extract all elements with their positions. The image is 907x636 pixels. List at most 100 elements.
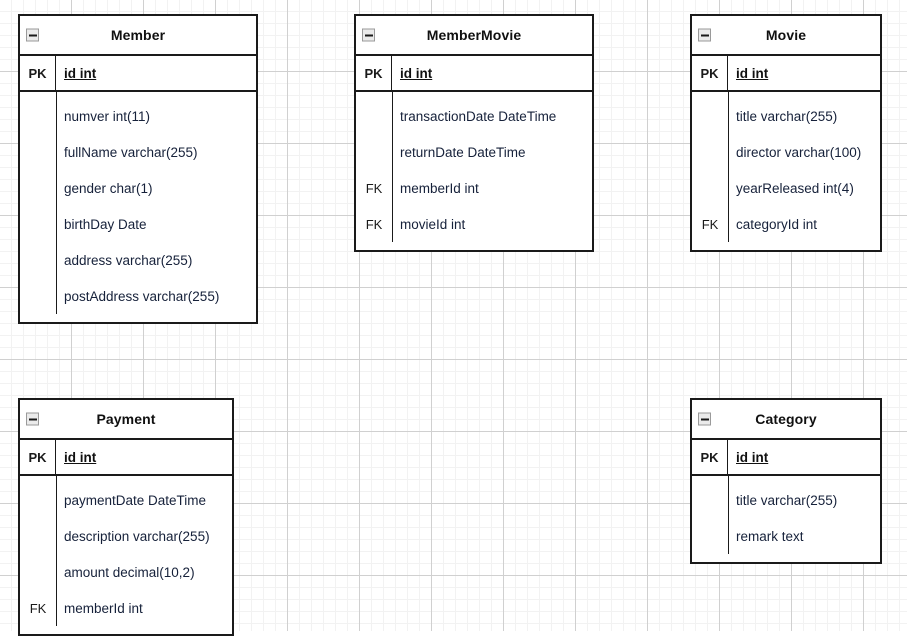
key-badge: PK (20, 440, 56, 474)
field-name: address varchar(255) (64, 252, 193, 268)
field-name: categoryId int (736, 216, 818, 232)
key-badge: PK (20, 56, 56, 90)
column-divider (392, 92, 393, 242)
key-badge (692, 134, 728, 170)
key-badge: FK (701, 216, 719, 232)
primary-key-row[interactable]: PK id int (20, 440, 232, 476)
key-badge (20, 206, 56, 242)
attribute-row[interactable]: FK memberId int (356, 170, 592, 206)
attribute-row[interactable]: fullName varchar(255) (20, 134, 256, 170)
attribute-row[interactable]: amount decimal(10,2) (20, 554, 232, 590)
key-badge (20, 242, 56, 278)
attribute-list: transactionDate DateTime returnDate Date… (356, 92, 592, 250)
collapse-minus-icon[interactable] (698, 28, 711, 42)
column-divider (56, 92, 57, 314)
entity-body: PK id int title varchar(255) director va… (692, 56, 880, 250)
field-name: gender char(1) (64, 180, 153, 196)
primary-key-row[interactable]: PK id int (356, 56, 592, 92)
entity-membermovie[interactable]: MemberMovie PK id int transactionDate Da… (354, 14, 594, 252)
entity-title: Category (755, 411, 817, 427)
attribute-row[interactable]: title varchar(255) (692, 98, 880, 134)
field-name: description varchar(255) (64, 528, 210, 544)
entity-header: Movie (692, 16, 880, 56)
attribute-row[interactable]: director varchar(100) (692, 134, 880, 170)
attribute-row[interactable]: title varchar(255) (692, 482, 880, 518)
key-badge (20, 482, 56, 518)
key-badge (20, 98, 56, 134)
key-badge (692, 518, 728, 554)
attribute-row[interactable]: address varchar(255) (20, 242, 256, 278)
key-badge (692, 482, 728, 518)
entity-payment[interactable]: Payment PK id int paymentDate DateTime d… (18, 398, 234, 636)
entity-body: PK id int title varchar(255) remark text (692, 440, 880, 562)
key-badge: FK (365, 180, 383, 196)
collapse-minus-icon[interactable] (698, 412, 711, 426)
entity-movie[interactable]: Movie PK id int title varchar(255) direc… (690, 14, 882, 252)
entity-header: Payment (20, 400, 232, 440)
entity-title: Payment (96, 411, 156, 427)
key-badge: PK (356, 56, 392, 90)
primary-key-row[interactable]: PK id int (20, 56, 256, 92)
field-name: birthDay Date (64, 216, 147, 232)
field-name: id int (64, 449, 97, 465)
attribute-row[interactable]: numver int(11) (20, 98, 256, 134)
field-name: memberId int (64, 600, 143, 616)
key-badge (692, 170, 728, 206)
field-name: returnDate DateTime (400, 144, 526, 160)
primary-key-row[interactable]: PK id int (692, 440, 880, 476)
key-badge (356, 134, 392, 170)
attribute-row[interactable]: postAddress varchar(255) (20, 278, 256, 314)
key-badge (20, 170, 56, 206)
key-badge (356, 98, 392, 134)
key-badge: PK (692, 440, 728, 474)
attribute-row[interactable]: yearReleased int(4) (692, 170, 880, 206)
primary-key-row[interactable]: PK id int (692, 56, 880, 92)
key-badge: FK (365, 216, 383, 232)
entity-member[interactable]: Member PK id int numver int(11) fullName… (18, 14, 258, 324)
collapse-minus-icon[interactable] (362, 28, 375, 42)
attribute-list: numver int(11) fullName varchar(255) gen… (20, 92, 256, 322)
field-name: id int (400, 65, 433, 81)
key-badge (20, 134, 56, 170)
field-name: transactionDate DateTime (400, 108, 557, 124)
field-name: id int (736, 449, 769, 465)
column-divider (728, 476, 729, 554)
entity-body: PK id int numver int(11) fullName varcha… (20, 56, 256, 322)
attribute-row[interactable]: FK memberId int (20, 590, 232, 626)
attribute-row[interactable]: description varchar(255) (20, 518, 232, 554)
key-badge (692, 98, 728, 134)
attribute-row[interactable]: transactionDate DateTime (356, 98, 592, 134)
entity-body: PK id int paymentDate DateTime descripti… (20, 440, 232, 634)
field-name: id int (64, 65, 97, 81)
attribute-list: title varchar(255) director varchar(100)… (692, 92, 880, 250)
attribute-row[interactable]: returnDate DateTime (356, 134, 592, 170)
field-name: remark text (736, 528, 804, 544)
attribute-row[interactable]: remark text (692, 518, 880, 554)
column-divider (728, 92, 729, 242)
field-name: director varchar(100) (736, 144, 862, 160)
entity-header: Category (692, 400, 880, 440)
field-name: postAddress varchar(255) (64, 288, 220, 304)
key-badge: FK (29, 600, 47, 616)
attribute-row[interactable]: birthDay Date (20, 206, 256, 242)
field-name: paymentDate DateTime (64, 492, 207, 508)
field-name: amount decimal(10,2) (64, 564, 195, 580)
field-name: id int (736, 65, 769, 81)
entity-body: PK id int transactionDate DateTime retur… (356, 56, 592, 250)
attribute-row[interactable]: gender char(1) (20, 170, 256, 206)
entity-title: Movie (765, 27, 807, 43)
collapse-minus-icon[interactable] (26, 412, 39, 426)
attribute-row[interactable]: paymentDate DateTime (20, 482, 232, 518)
key-badge (20, 278, 56, 314)
collapse-minus-icon[interactable] (26, 28, 39, 42)
field-name: title varchar(255) (736, 492, 838, 508)
attribute-row[interactable]: FK categoryId int (692, 206, 880, 242)
attribute-row[interactable]: FK movieId int (356, 206, 592, 242)
attribute-list: title varchar(255) remark text (692, 476, 880, 562)
field-name: title varchar(255) (736, 108, 838, 124)
entity-category[interactable]: Category PK id int title varchar(255) re… (690, 398, 882, 564)
field-name: memberId int (400, 180, 479, 196)
field-name: numver int(11) (64, 108, 151, 124)
key-badge: PK (692, 56, 728, 90)
